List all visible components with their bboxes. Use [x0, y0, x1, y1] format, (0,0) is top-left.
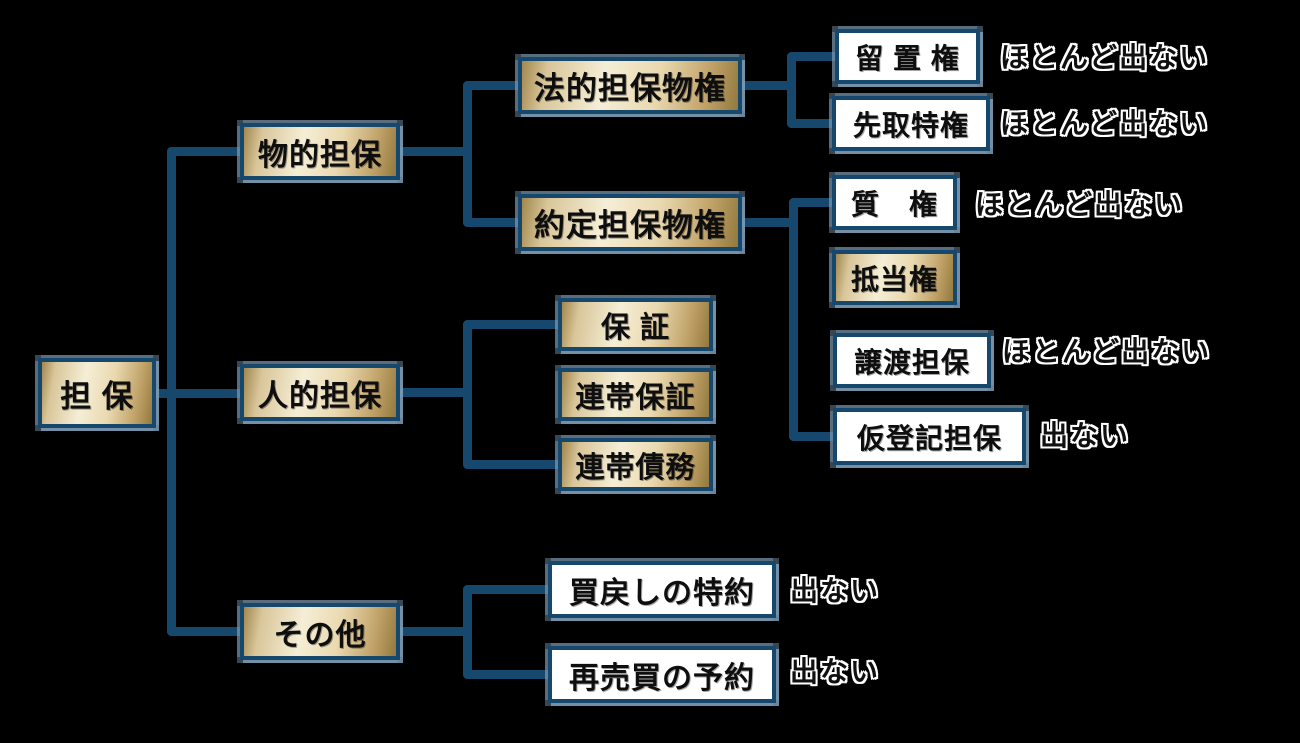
connector-branch-guarantee	[463, 320, 563, 329]
node-security-by-transfer: 譲渡担保	[833, 333, 991, 388]
node-real-security: 物的担保	[240, 123, 400, 180]
annotation-provisional-registration-security: 出ない	[1040, 420, 1131, 451]
annotation-pledge: ほとんど出ない	[975, 189, 1185, 220]
connector-contractual-trunk	[789, 198, 798, 441]
connector-branch-provisional	[789, 432, 837, 441]
node-mortgage: 抵当権	[832, 250, 957, 305]
connector-personal-trunk	[463, 320, 472, 469]
connector-real-horizontal	[396, 147, 468, 156]
annotation-preferential-right: ほとんど出ない	[1000, 108, 1210, 139]
node-pledge: 質 権	[832, 175, 957, 230]
connector-branch-joint-debt	[463, 460, 563, 469]
node-others: その他	[240, 603, 400, 660]
connector-others-horizontal	[396, 627, 468, 636]
annotation-lien: ほとんど出ない	[1000, 42, 1210, 73]
node-lien: 留 置 権	[835, 29, 980, 84]
connector-others-trunk	[463, 585, 472, 679]
connector-root-trunk	[167, 147, 176, 636]
node-provisional-registration-security: 仮登記担保	[833, 408, 1026, 465]
connector-branch-contractual	[463, 218, 523, 227]
annotation-security-by-transfer: ほとんど出ない	[1002, 336, 1212, 367]
connector-branch-preferential	[787, 119, 839, 128]
node-repurchase-agreement: 買戻しの特約	[548, 561, 776, 618]
node-statutory-security-rights: 法的担保物権	[518, 57, 742, 114]
connector-statutory-horizontal	[738, 81, 792, 90]
connector-personal-horizontal	[396, 388, 468, 397]
connector-real-trunk	[463, 81, 472, 227]
node-personal-security: 人的担保	[240, 364, 400, 421]
connector-branch-repurchase	[463, 585, 553, 594]
node-resale-reservation: 再売買の予約	[548, 646, 776, 703]
connector-branch-lien	[787, 52, 839, 61]
connector-contractual-horizontal	[738, 218, 794, 227]
node-guarantee: 保 証	[558, 298, 713, 351]
node-preferential-right: 先取特権	[832, 96, 990, 151]
node-contractual-security-rights: 約定担保物権	[518, 194, 742, 251]
node-joint-guarantee: 連帯保証	[558, 368, 713, 421]
node-collateral-root: 担 保	[38, 358, 156, 428]
node-joint-debt: 連帯債務	[558, 438, 713, 491]
connector-branch-others	[167, 627, 250, 636]
connector-statutory-trunk	[787, 52, 796, 128]
annotation-resale-reservation: 出ない	[790, 656, 881, 687]
connector-branch-real	[167, 147, 250, 156]
annotation-repurchase-agreement: 出ない	[790, 575, 881, 606]
connector-branch-pledge	[789, 198, 837, 207]
connector-root-horizontal	[150, 389, 250, 398]
connector-branch-resale	[463, 670, 553, 679]
connector-branch-statutory	[463, 81, 523, 90]
